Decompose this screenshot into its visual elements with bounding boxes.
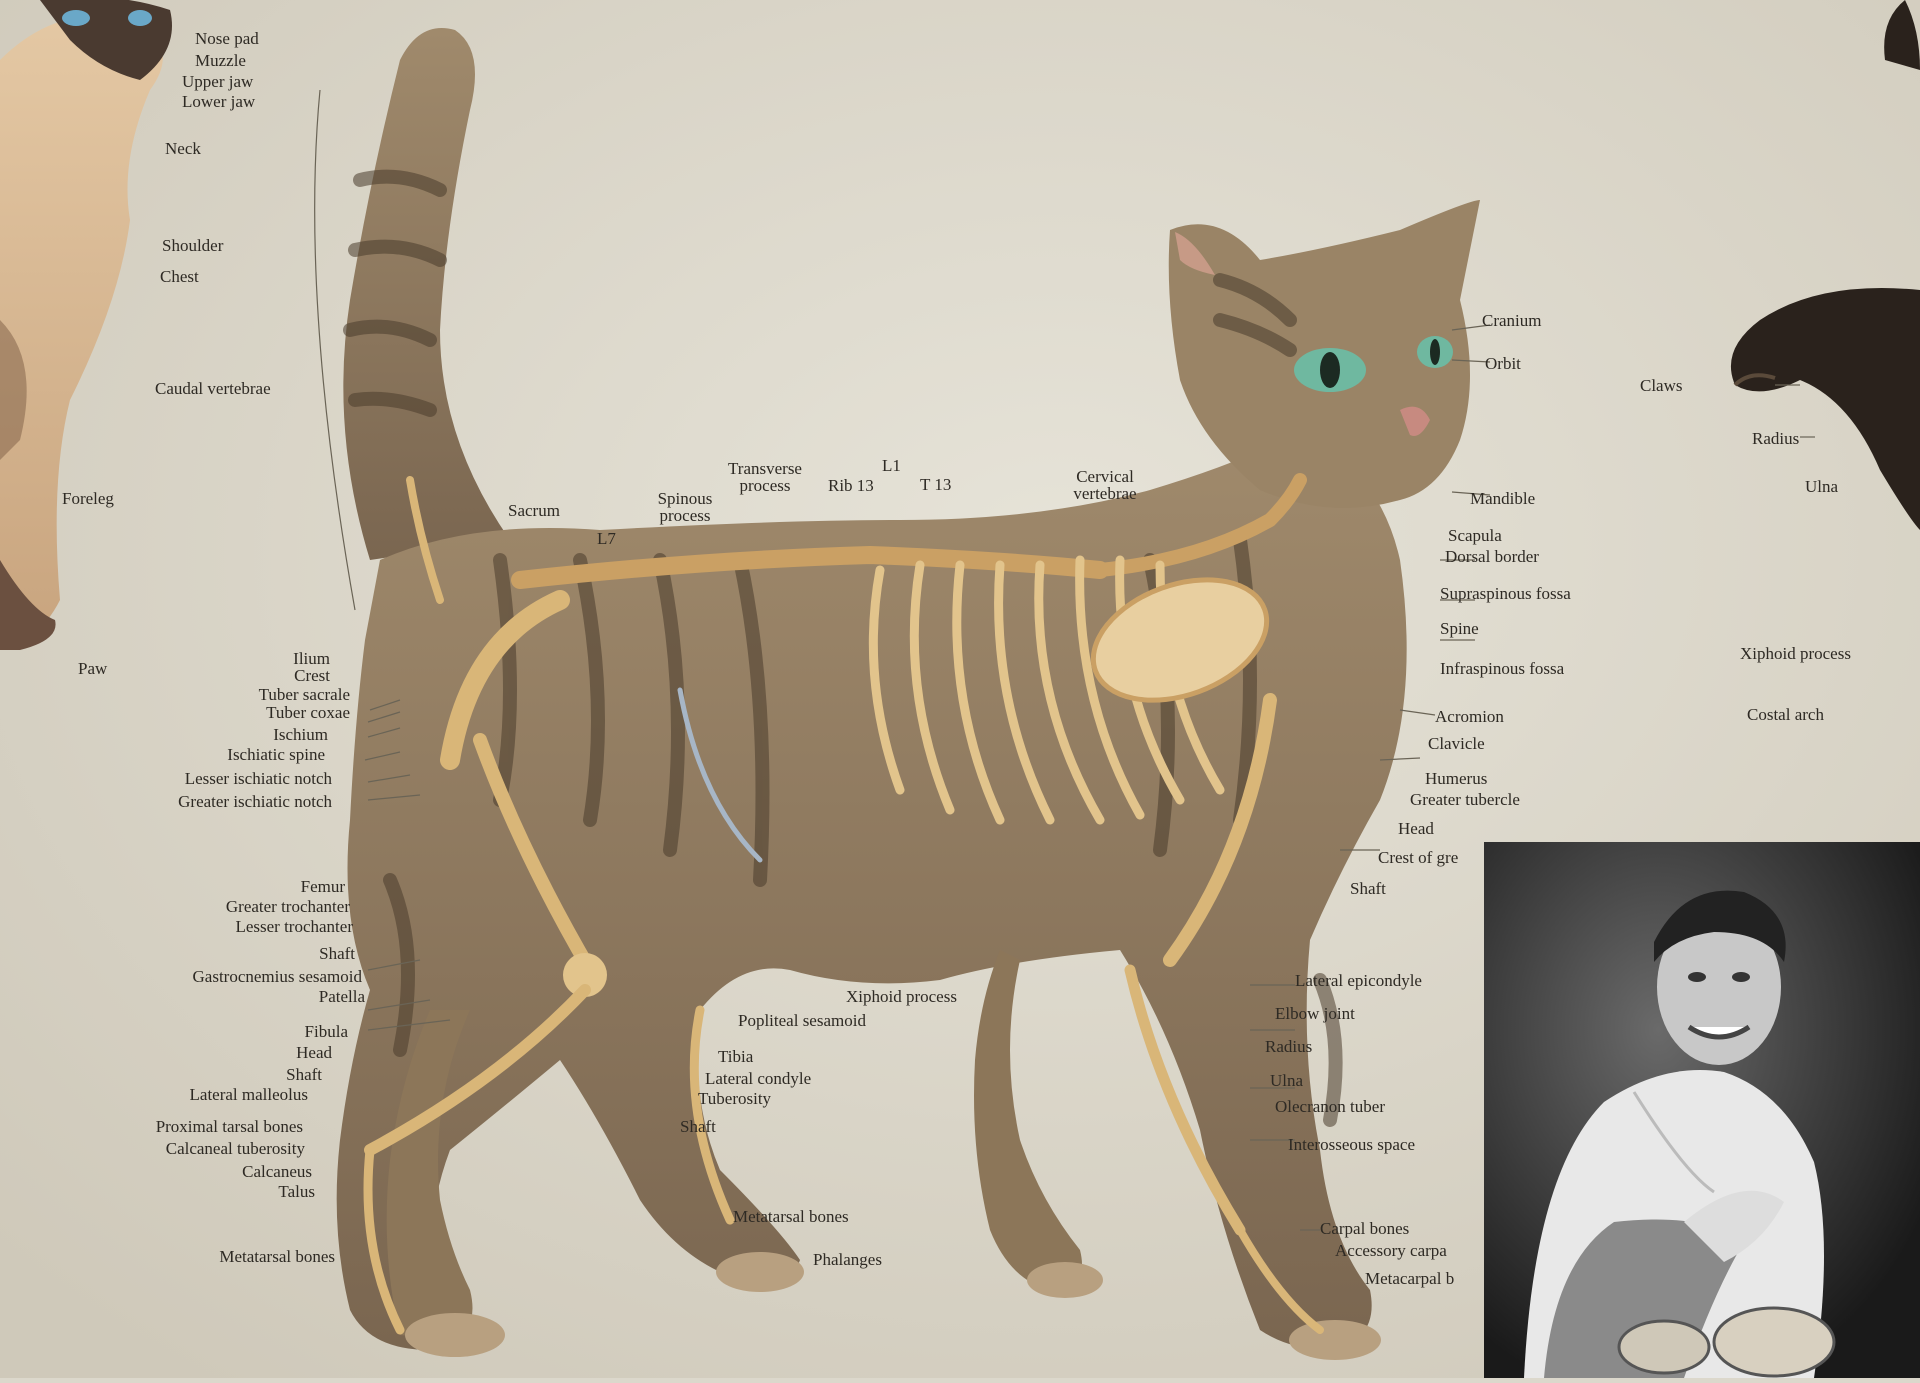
label-lesser-trochanter: Lesser trochanter bbox=[150, 918, 353, 935]
label-patella: Patella bbox=[180, 988, 365, 1005]
label-crest-of-greater: Crest of gre bbox=[1378, 849, 1458, 866]
label-metacarpal: Metacarpal b bbox=[1365, 1270, 1454, 1287]
label-upper-jaw: Upper jaw bbox=[182, 73, 253, 90]
label-lateral-malleolus: Lateral malleolus bbox=[100, 1086, 308, 1103]
label-elbow-joint: Elbow joint bbox=[1275, 1005, 1355, 1022]
label-gastrocnemius-sesamoid: Gastrocnemius sesamoid bbox=[100, 968, 362, 985]
label-olecranon-tuber: Olecranon tuber bbox=[1275, 1098, 1385, 1115]
label-ilium: Ilium bbox=[180, 650, 330, 667]
label-shaft-femur: Shaft bbox=[180, 945, 355, 962]
label-shoulder: Shoulder bbox=[162, 237, 223, 254]
label-radius-right: Radius bbox=[1752, 430, 1799, 447]
label-ulna-right: Ulna bbox=[1805, 478, 1838, 495]
label-scapula: Scapula bbox=[1448, 527, 1502, 544]
label-calcaneus: Calcaneus bbox=[180, 1163, 312, 1180]
label-humerus: Humerus bbox=[1425, 770, 1487, 787]
label-fibula-head: Head bbox=[180, 1044, 332, 1061]
label-transverse-process: Transverse process bbox=[720, 460, 810, 494]
label-greater-trochanter: Greater trochanter bbox=[150, 898, 350, 915]
label-fibula-shaft: Shaft bbox=[180, 1066, 322, 1083]
label-costal-arch: Costal arch bbox=[1747, 706, 1824, 723]
label-lower-jaw: Lower jaw bbox=[182, 93, 255, 110]
label-carpal-bones: Carpal bones bbox=[1320, 1220, 1409, 1237]
label-metatarsal-bones: Metatarsal bones bbox=[733, 1208, 849, 1225]
label-tibia: Tibia bbox=[718, 1048, 753, 1065]
label-sacrum: Sacrum bbox=[508, 502, 560, 519]
label-spine: Spine bbox=[1440, 620, 1479, 637]
label-dorsal-border: Dorsal border bbox=[1445, 548, 1539, 565]
label-t13: T 13 bbox=[920, 476, 951, 493]
label-greater-ischiatic-notch: Greater ischiatic notch bbox=[100, 793, 332, 810]
label-crest: Crest bbox=[180, 667, 330, 684]
label-metatarsal-bones-left: Metatarsal bones bbox=[100, 1248, 335, 1265]
label-ulna: Ulna bbox=[1270, 1072, 1303, 1089]
label-talus: Talus bbox=[180, 1183, 315, 1200]
label-fibula: Fibula bbox=[180, 1023, 348, 1040]
label-chest: Chest bbox=[160, 268, 199, 285]
label-supraspinous-fossa: Supraspinous fossa bbox=[1440, 585, 1571, 602]
label-l1: L1 bbox=[882, 457, 901, 474]
label-tuber-sacrale: Tuber sacrale bbox=[180, 686, 350, 703]
label-accessory-carpal: Accessory carpa bbox=[1335, 1242, 1447, 1259]
label-nose-pad: Nose pad bbox=[195, 30, 259, 47]
label-interosseous-space: Interosseous space bbox=[1288, 1136, 1415, 1153]
label-neck: Neck bbox=[165, 140, 201, 157]
label-foreleg: Foreleg bbox=[62, 490, 114, 507]
label-shaft-humerus: Shaft bbox=[1350, 880, 1386, 897]
label-lateral-epicondyle: Lateral epicondyle bbox=[1295, 972, 1422, 989]
label-clavicle: Clavicle bbox=[1428, 735, 1485, 752]
label-head: Head bbox=[1398, 820, 1434, 837]
label-lesser-ischiatic-notch: Lesser ischiatic notch bbox=[100, 770, 332, 787]
label-acromion: Acromion bbox=[1435, 708, 1504, 725]
label-orbit: Orbit bbox=[1485, 355, 1521, 372]
label-infraspinous-fossa: Infraspinous fossa bbox=[1440, 660, 1564, 677]
label-tibia-shaft: Shaft bbox=[680, 1118, 716, 1135]
label-xiphoid-process-right: Xiphoid process bbox=[1740, 645, 1851, 662]
label-xiphoid-process: Xiphoid process bbox=[846, 988, 957, 1005]
label-l7: L7 bbox=[597, 530, 616, 547]
label-muzzle: Muzzle bbox=[195, 52, 246, 69]
label-rib-13: Rib 13 bbox=[828, 477, 874, 494]
label-tuberosity: Tuberosity bbox=[698, 1090, 771, 1107]
label-cervical-vertebrae: Cervical vertebrae bbox=[1050, 468, 1160, 502]
label-ischium: Ischium bbox=[180, 726, 328, 743]
portrait-photo bbox=[1484, 842, 1920, 1378]
label-radius: Radius bbox=[1265, 1038, 1312, 1055]
label-calcaneal-tuberosity: Calcaneal tuberosity bbox=[100, 1140, 305, 1157]
label-proximal-tarsal-bones: Proximal tarsal bones bbox=[100, 1118, 303, 1135]
label-phalanges: Phalanges bbox=[813, 1251, 882, 1268]
label-mandible: Mandible bbox=[1470, 490, 1535, 507]
portrait-photo-icon bbox=[1484, 842, 1920, 1378]
label-paw: Paw bbox=[78, 660, 107, 677]
label-lateral-condyle: Lateral condyle bbox=[705, 1070, 811, 1087]
label-popliteal-sesamoid: Popliteal sesamoid bbox=[738, 1012, 866, 1029]
label-cranium: Cranium bbox=[1482, 312, 1542, 329]
label-ischiatic-spine: Ischiatic spine bbox=[180, 746, 325, 763]
label-claws: Claws bbox=[1640, 377, 1683, 394]
label-femur: Femur bbox=[180, 878, 345, 895]
label-spinous-process: Spinous process bbox=[645, 490, 725, 524]
label-caudal-vertebrae: Caudal vertebrae bbox=[155, 380, 271, 397]
label-tuber-coxae: Tuber coxae bbox=[180, 704, 350, 721]
label-greater-tubercle: Greater tubercle bbox=[1410, 791, 1520, 808]
